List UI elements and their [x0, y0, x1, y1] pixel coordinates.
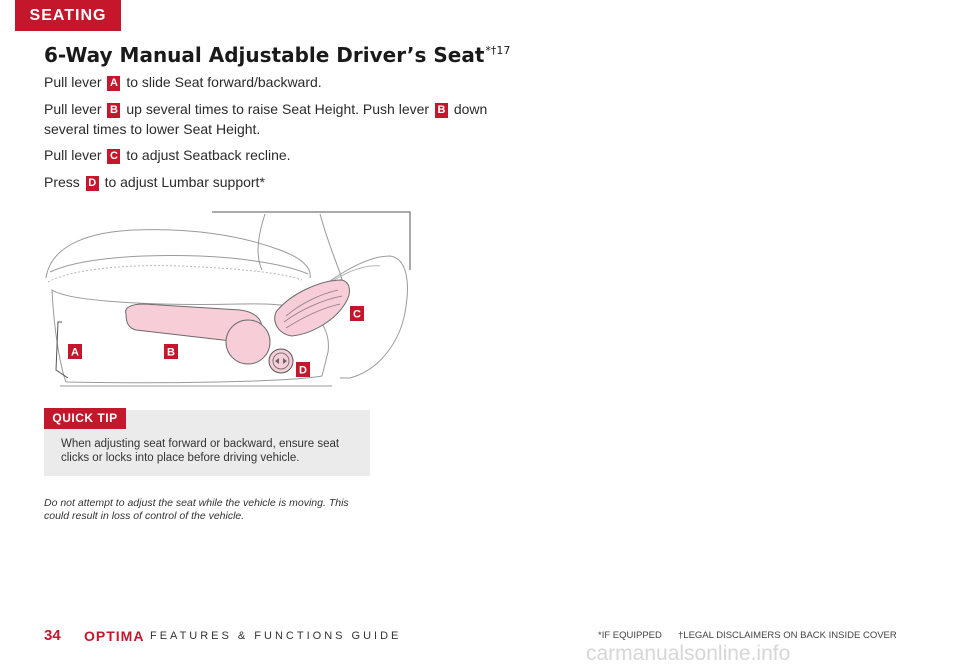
instruction-text: Press	[44, 174, 84, 190]
lumbar-knob-d	[268, 348, 294, 374]
callout-label-d: D	[299, 365, 307, 377]
instruction-text: to adjust Lumbar support*	[100, 174, 265, 190]
page-title: 6-Way Manual Adjustable Driver’s Seat*†1…	[44, 43, 510, 67]
callout-label-b: B	[167, 347, 175, 359]
instruction-text: down several times to lower Seat Height.	[44, 101, 488, 137]
instruction-text: up several times to raise Seat Height. P…	[122, 101, 433, 117]
instruction-text: to slide Seat forward/backward.	[122, 74, 322, 90]
page-title-text: 6-Way Manual Adjustable Driver’s Seat	[44, 43, 485, 67]
callout-badge-b: B	[107, 103, 121, 118]
figure-callout-a: A	[68, 344, 82, 359]
page-number: 34	[44, 627, 61, 644]
footer-brand: OPTIMA	[84, 628, 145, 644]
callout-badge-c: C	[107, 149, 121, 164]
title-superscript: *†17	[485, 44, 511, 58]
instruction-height: Pull lever B up several times to raise S…	[44, 99, 514, 139]
callout-badge-a: A	[107, 76, 121, 91]
instruction-text: Pull lever	[44, 147, 106, 163]
instruction-text: Pull lever	[44, 74, 106, 90]
quick-tip-label: QUICK TIP	[44, 408, 126, 429]
lever-b	[125, 303, 271, 365]
watermark: carmanualsonline.info	[586, 642, 791, 665]
callout-badge-d: D	[85, 176, 99, 191]
instruction-recline: Pull lever C to adjust Seatback recline.	[44, 145, 514, 165]
instruction-text: Pull lever	[44, 101, 106, 117]
callout-badge-b: B	[434, 103, 448, 118]
footer-if-equipped: *IF EQUIPPED	[598, 630, 662, 641]
quick-tip-text: When adjusting seat forward or backward,…	[61, 438, 340, 464]
instruction-text: to adjust Seatback recline.	[122, 147, 291, 163]
footer-guide-title: FEATURES & FUNCTIONS GUIDE	[150, 630, 402, 642]
figure-callout-d: D	[296, 362, 310, 377]
safety-warning: Do not attempt to adjust the seat while …	[44, 497, 349, 522]
instruction-lumbar: Press D to adjust Lumbar support*	[44, 172, 514, 192]
section-tab: SEATING	[15, 0, 121, 31]
instruction-slide: Pull lever A to slide Seat forward/backw…	[44, 72, 514, 92]
seat-illustration: A B C D	[45, 211, 411, 387]
footer-legal-note: †LEGAL DISCLAIMERS ON BACK INSIDE COVER	[678, 630, 897, 641]
lever-c	[274, 279, 350, 337]
callout-label-c: C	[353, 309, 361, 321]
figure-callout-c: C	[350, 306, 364, 321]
figure-callout-b: B	[164, 344, 178, 359]
callout-label-a: A	[71, 347, 79, 359]
